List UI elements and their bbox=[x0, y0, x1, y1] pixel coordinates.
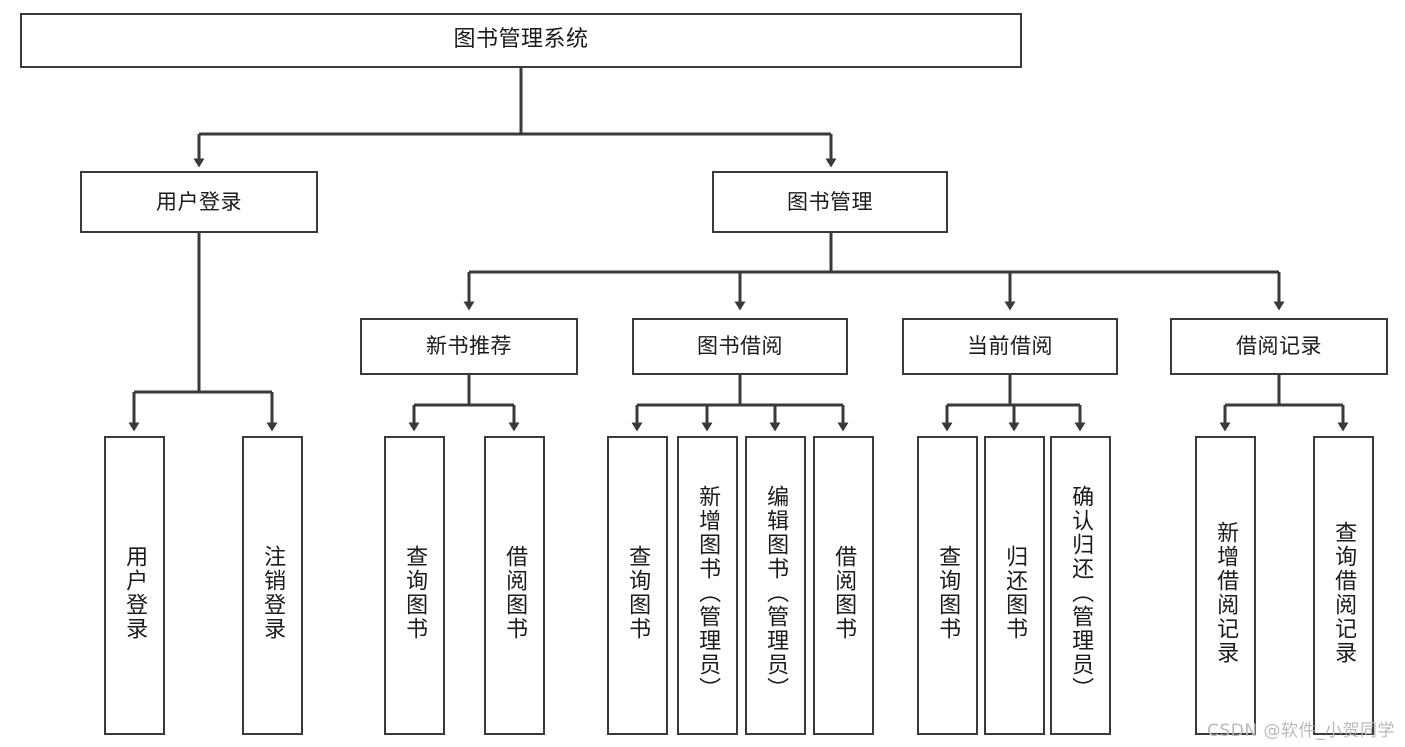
node-label: 编辑图书（管理员） bbox=[763, 484, 789, 701]
leaf-current-borrow-return-book[interactable]: 归还图书 bbox=[984, 436, 1045, 735]
node-borrow-record[interactable]: 借阅记录 bbox=[1170, 318, 1388, 375]
node-label: 查询图书 bbox=[935, 544, 961, 641]
leaf-user-login-logout[interactable]: 注销登录 bbox=[242, 436, 303, 735]
leaf-user-login-login[interactable]: 用户登录 bbox=[104, 436, 165, 735]
node-user-login[interactable]: 用户登录 bbox=[80, 171, 318, 233]
node-label: 用户登录 bbox=[122, 544, 148, 641]
leaf-new-book-borrow-book[interactable]: 借阅图书 bbox=[484, 436, 545, 735]
node-label: 借阅图书 bbox=[831, 544, 857, 641]
node-label: 新增图书（管理员） bbox=[695, 484, 721, 701]
leaf-current-borrow-confirm-return-admin[interactable]: 确认归还（管理员） bbox=[1050, 436, 1111, 735]
node-new-book-recommend[interactable]: 新书推荐 bbox=[360, 318, 578, 375]
leaf-book-borrow-edit-book-admin[interactable]: 编辑图书（管理员） bbox=[745, 436, 806, 735]
node-label: 查询图书 bbox=[402, 544, 428, 641]
leaf-book-borrow-borrow-book[interactable]: 借阅图书 bbox=[813, 436, 874, 735]
leaf-new-book-query-book[interactable]: 查询图书 bbox=[384, 436, 445, 735]
node-label: 新书推荐 bbox=[426, 334, 512, 359]
node-label: 借阅图书 bbox=[502, 544, 528, 641]
leaf-book-borrow-add-book-admin[interactable]: 新增图书（管理员） bbox=[677, 436, 738, 735]
node-label: 当前借阅 bbox=[967, 334, 1053, 359]
node-label: 图书管理系统 bbox=[453, 27, 589, 53]
leaf-borrow-record-query-record[interactable]: 查询借阅记录 bbox=[1313, 436, 1374, 735]
node-label: 查询借阅记录 bbox=[1331, 520, 1357, 665]
node-label: 图书借阅 bbox=[697, 334, 783, 359]
node-book-management[interactable]: 图书管理 bbox=[712, 171, 948, 233]
node-label: 用户登录 bbox=[156, 189, 242, 214]
node-label: 注销登录 bbox=[260, 544, 286, 641]
node-label: 归还图书 bbox=[1002, 544, 1028, 641]
node-root-book-management-system[interactable]: 图书管理系统 bbox=[20, 13, 1022, 68]
leaf-current-borrow-query-book[interactable]: 查询图书 bbox=[917, 436, 978, 735]
node-label: 确认归还（管理员） bbox=[1068, 484, 1094, 701]
node-label: 图书管理 bbox=[787, 189, 873, 214]
leaf-borrow-record-add-record[interactable]: 新增借阅记录 bbox=[1195, 436, 1256, 735]
node-label: 查询图书 bbox=[625, 544, 651, 641]
leaf-book-borrow-query-book[interactable]: 查询图书 bbox=[607, 436, 668, 735]
watermark: CSDN @软件_小贺同学 bbox=[1207, 721, 1395, 741]
node-book-borrow[interactable]: 图书借阅 bbox=[632, 318, 848, 375]
node-label: 借阅记录 bbox=[1236, 334, 1322, 359]
node-label: 新增借阅记录 bbox=[1213, 520, 1239, 665]
node-current-borrow[interactable]: 当前借阅 bbox=[902, 318, 1118, 375]
